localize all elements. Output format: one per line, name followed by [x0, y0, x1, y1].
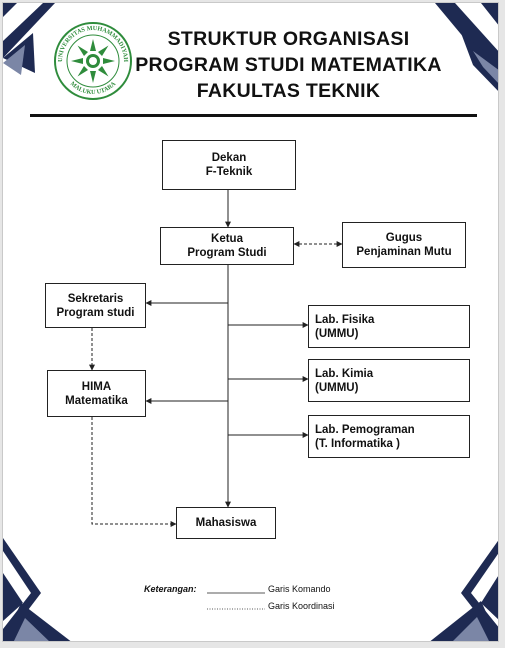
node-hima-line1: HIMA	[81, 380, 112, 393]
node-lab-pemograman: Lab. Pemograman (T. Informatika )	[308, 415, 470, 458]
legend-label: Keterangan:	[144, 584, 197, 594]
legend-solid-line-label: Garis Komando	[268, 584, 331, 594]
node-lab-kimia: Lab. Kimia (UMMU)	[308, 359, 470, 402]
node-lab-fisika-line1: Lab. Fisika	[315, 313, 375, 326]
page-title-line-3: FAKULTAS TEKNIK	[196, 80, 381, 102]
legend-dotted-line-label: Garis Koordinasi	[268, 601, 335, 611]
node-ketua-program-studi: Ketua Program Studi	[160, 227, 294, 265]
node-lab-fisika-line2: (UMMU)	[315, 327, 359, 340]
node-lab-kimia-line2: (UMMU)	[315, 381, 359, 394]
bottom-left-corner-decoration	[3, 538, 71, 641]
node-lab-pemograman-line1: Lab. Pemograman	[315, 423, 415, 436]
connector-lines	[89, 189, 343, 610]
node-lab-pemograman-line2: (T. Informatika )	[315, 437, 400, 450]
page-title-line-2: PROGRAM STUDI MATEMATIKA	[135, 54, 442, 76]
page-title-line-1: STRUKTUR ORGANISASI	[167, 28, 410, 50]
node-sekretaris-line2: Program studi	[56, 306, 135, 319]
node-dekan-line1: Dekan	[211, 152, 247, 164]
node-mahasiswa: Mahasiswa	[176, 507, 276, 539]
node-ketua-line2: Program Studi	[187, 247, 267, 259]
line-hima-to-mahasiswa	[91, 417, 177, 527]
node-lab-kimia-line1: Lab. Kimia	[315, 367, 374, 380]
top-left-corner-decoration	[3, 3, 55, 75]
node-ketua-line1: Ketua	[211, 233, 243, 245]
node-dekan-line2: F-Teknik	[205, 166, 253, 178]
bottom-right-corner-decoration	[430, 540, 498, 641]
node-mahasiswa-line1: Mahasiswa	[195, 517, 257, 529]
node-hima-matematika: HIMA Matematika	[47, 370, 146, 417]
top-right-corner-decoration	[435, 3, 498, 91]
node-lab-fisika: Lab. Fisika (UMMU)	[308, 305, 470, 348]
node-gugus-line1: Gugus	[385, 232, 423, 244]
node-sekretaris-line1: Sekretaris	[67, 292, 124, 305]
title-divider	[30, 114, 477, 117]
node-dekan: Dekan F-Teknik	[162, 140, 296, 190]
node-hima-line2: Matematika	[65, 394, 128, 407]
node-sekretaris-program-studi: Sekretaris Program studi	[45, 283, 146, 328]
node-gugus-line2: Penjaminan Mutu	[356, 246, 452, 258]
node-gugus-penjaminan-mutu: Gugus Penjaminan Mutu	[342, 222, 466, 268]
